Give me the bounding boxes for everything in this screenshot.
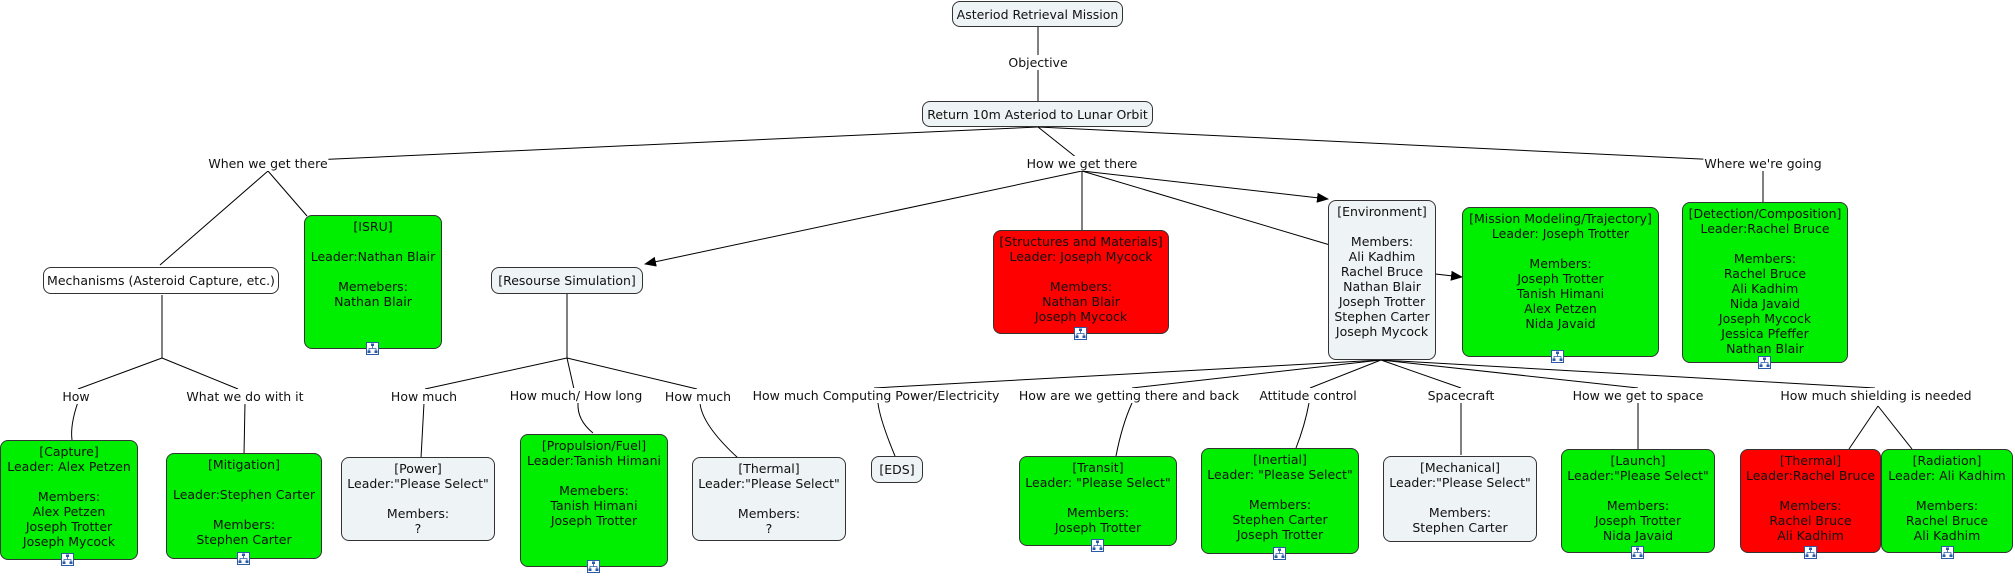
- concept-map-icon[interactable]: [1941, 546, 1954, 559]
- concept-map-icon[interactable]: [1551, 350, 1564, 363]
- link-label-shielding: How much shielding is needed: [1779, 388, 1973, 403]
- transit-node[interactable]: [Transit] Leader: "Please Select" Member…: [1019, 456, 1177, 546]
- concept-map-icon[interactable]: [1631, 546, 1644, 559]
- resource-simulation-node[interactable]: [Resourse Simulation]: [491, 267, 643, 294]
- link-label-how-much-power: How much: [389, 389, 459, 404]
- concept-map-icon[interactable]: [1273, 547, 1286, 560]
- power-node[interactable]: [Power] Leader:"Please Select" Members: …: [341, 457, 495, 541]
- launch-node[interactable]: [Launch] Leader:"Please Select" Members:…: [1561, 449, 1715, 553]
- link-label-spacecraft: Spacecraft: [1426, 388, 1496, 403]
- link-label-to-space: How we get to space: [1571, 388, 1705, 403]
- concept-map-icon[interactable]: [1804, 546, 1817, 559]
- link-label-where: Where we're going: [1703, 156, 1823, 171]
- structures-node[interactable]: [Structures and Materials] Leader: Josep…: [993, 230, 1169, 334]
- thermal-resource-node[interactable]: [Thermal] Leader:"Please Select" Members…: [692, 457, 846, 541]
- inertial-node[interactable]: [Inertial] Leader: "Please Select" Membe…: [1201, 448, 1359, 554]
- concept-map-icon[interactable]: [366, 342, 379, 355]
- link-label-what-do: What we do with it: [185, 389, 305, 404]
- concept-map-icon[interactable]: [1758, 356, 1771, 369]
- link-label-how-much-thermal: How much: [663, 389, 733, 404]
- radiation-node[interactable]: [Radiation] Leader: Ali Kadhim Members: …: [1881, 449, 2013, 553]
- mission-modeling-node[interactable]: [Mission Modeling/Trajectory] Leader: Jo…: [1462, 207, 1659, 357]
- concept-map-icon[interactable]: [61, 553, 74, 566]
- detection-node[interactable]: [Detection/Composition] Leader:Rachel Br…: [1682, 202, 1848, 363]
- mitigation-node[interactable]: [Mitigation] Leader:Stephen Carter Membe…: [166, 453, 322, 559]
- objective-node[interactable]: Return 10m Asteriod to Lunar Orbit: [922, 101, 1153, 127]
- link-label-how-capture: How: [61, 389, 91, 404]
- link-label-computing: How much Computing Power/Electricity: [751, 388, 1001, 403]
- concept-map-icon[interactable]: [587, 560, 600, 573]
- link-label-getting-back: How are we getting there and back: [1017, 388, 1241, 403]
- link-label-objective: Objective: [1007, 55, 1069, 70]
- link-label-how-much-long: How much/ How long: [508, 388, 644, 403]
- capture-node[interactable]: [Capture] Leader: Alex Petzen Members: A…: [0, 440, 138, 560]
- link-label-attitude: Attitude control: [1258, 388, 1358, 403]
- propulsion-node[interactable]: [Propulsion/Fuel] Leader:Tanish Himani M…: [520, 434, 668, 567]
- mechanisms-node[interactable]: Mechanisms (Asteroid Capture, etc.): [43, 267, 279, 294]
- eds-node[interactable]: [EDS]: [871, 456, 923, 483]
- thermal-env-node[interactable]: [Thermal] Leader:Rachel Bruce Members: R…: [1740, 449, 1881, 553]
- link-label-when: When we get there: [207, 156, 329, 171]
- mechanical-node[interactable]: [Mechanical] Leader:"Please Select" Memb…: [1383, 456, 1537, 542]
- concept-map-icon[interactable]: [1074, 327, 1087, 340]
- root-node[interactable]: Asteriod Retrieval Mission: [952, 1, 1123, 27]
- concept-map-icon[interactable]: [1091, 539, 1104, 552]
- isru-node[interactable]: [ISRU] Leader:Nathan Blair Memebers: Nat…: [304, 215, 442, 349]
- environment-node[interactable]: [Environment] Members: Ali Kadhim Rachel…: [1328, 200, 1436, 360]
- link-label-how: How we get there: [1025, 156, 1139, 171]
- concept-map-icon[interactable]: [237, 552, 250, 565]
